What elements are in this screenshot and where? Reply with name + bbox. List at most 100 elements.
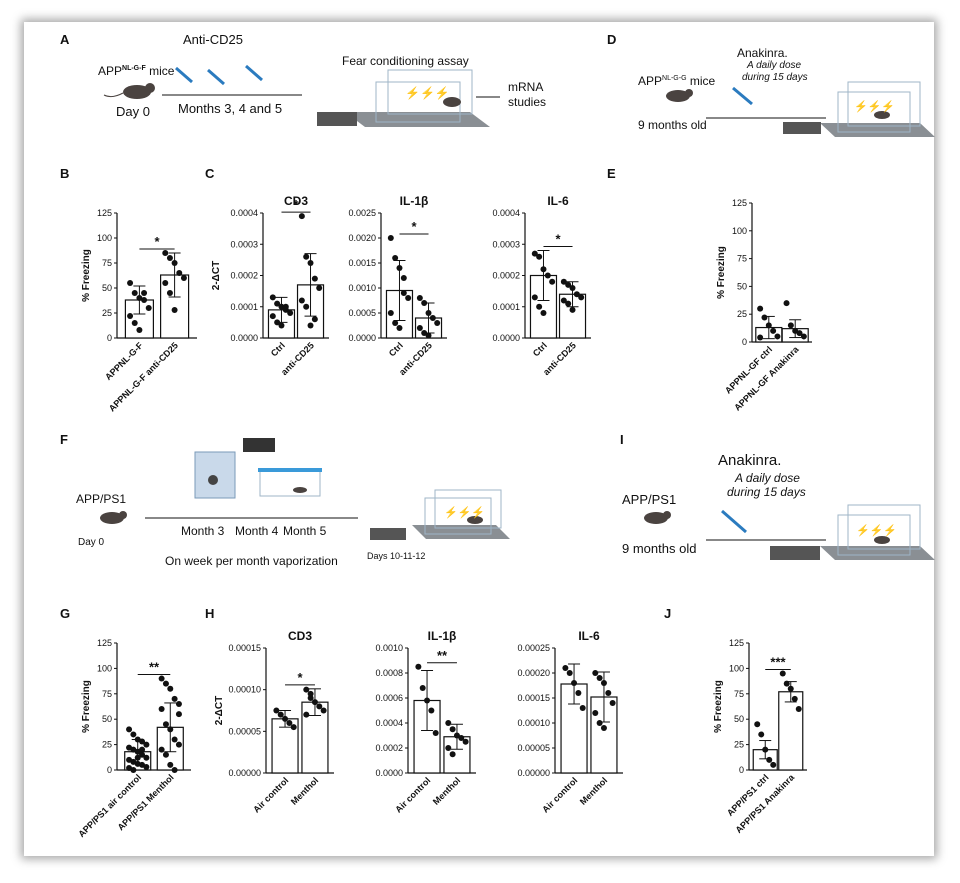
category-label: Air control	[540, 775, 579, 814]
panel-letter: A	[60, 32, 70, 47]
y-axis-label: % Freezing	[81, 680, 92, 733]
mrna-label-2: studies	[508, 95, 547, 109]
data-point	[416, 295, 423, 301]
data-point	[303, 686, 310, 693]
y-tick-label: 0.00025	[517, 643, 550, 653]
data-point	[783, 300, 790, 307]
data-point	[145, 305, 152, 311]
data-point	[415, 663, 422, 670]
data-point	[531, 250, 538, 257]
y-tick-label: 0.0001	[492, 302, 520, 312]
data-point	[175, 711, 182, 718]
category-label: Air control	[251, 775, 290, 814]
data-point	[303, 253, 310, 260]
panel-letter: D	[607, 32, 617, 47]
mouse-label: APPNL-G-G mice	[638, 74, 716, 88]
panel-letter: B	[60, 166, 70, 181]
y-tick-label: 25	[737, 309, 747, 319]
data-point	[462, 738, 469, 745]
y-tick-label: 100	[97, 233, 112, 243]
data-point	[761, 314, 768, 321]
day-label: Day 0	[78, 537, 105, 548]
y-tick-label: 0.0003	[492, 239, 520, 249]
data-point	[575, 690, 582, 696]
panel-letter: F	[60, 432, 68, 447]
months-label: Months 3, 4 and 5	[178, 101, 283, 116]
panel-letter: G	[60, 606, 71, 621]
data-point	[432, 730, 439, 736]
y-tick-label: 75	[102, 689, 112, 699]
y-tick-label: 0.0004	[492, 208, 520, 218]
data-point	[134, 754, 141, 761]
data-point	[400, 290, 407, 296]
data-point	[158, 746, 165, 753]
data-point	[316, 285, 323, 291]
y-axis-label: % Freezing	[713, 680, 724, 733]
data-point	[287, 310, 294, 316]
data-point	[136, 295, 143, 301]
data-point	[434, 320, 441, 326]
data-point	[158, 675, 165, 682]
dose-label: A daily dose	[747, 60, 802, 71]
y-tick-label: 0.0001	[230, 302, 258, 312]
data-point	[783, 680, 790, 687]
age-label: 9 months old	[638, 118, 707, 132]
data-point	[758, 731, 765, 738]
data-point	[578, 294, 585, 301]
data-point	[307, 260, 314, 266]
y-tick-label: 0	[739, 765, 744, 775]
data-point	[143, 741, 150, 748]
y-tick-label: 125	[97, 208, 112, 218]
y-tick-label: 0.00000	[517, 768, 550, 778]
y-tick-label: 75	[102, 258, 112, 268]
data-point	[757, 305, 764, 312]
data-point	[765, 322, 772, 329]
y-tick-label: 0.0002	[492, 271, 520, 281]
drug-label: Anti-CD25	[183, 32, 243, 47]
y-tick-label: 100	[97, 663, 112, 673]
data-point	[774, 333, 781, 340]
data-point	[766, 756, 773, 763]
data-point	[754, 721, 761, 728]
y-tick-label: 0.0000	[492, 333, 520, 343]
drug-label: Anakinra.	[718, 452, 782, 469]
significance-label: ***	[770, 654, 786, 669]
data-point	[600, 680, 607, 686]
data-point	[421, 300, 428, 306]
y-tick-label: 75	[737, 254, 747, 264]
data-point	[139, 751, 146, 758]
data-point	[175, 741, 182, 748]
data-point	[127, 280, 134, 286]
y-tick-label: 25	[734, 740, 744, 750]
data-point	[298, 213, 305, 220]
data-point	[127, 313, 134, 319]
data-point	[536, 253, 543, 260]
data-point	[282, 303, 289, 310]
y-tick-label: 100	[732, 226, 747, 236]
significance-label: *	[411, 219, 417, 234]
data-point	[800, 333, 807, 340]
dose-label: A daily dose	[735, 471, 800, 485]
significance-label: *	[293, 197, 299, 212]
chart-title: IL-6	[578, 629, 600, 643]
y-tick-label: 0.0002	[230, 271, 258, 281]
data-point	[596, 675, 603, 681]
y-axis-label: % Freezing	[81, 249, 92, 302]
data-point	[175, 700, 182, 707]
data-point	[779, 670, 786, 677]
data-point	[419, 685, 426, 691]
y-tick-label: 0.0015	[348, 258, 376, 268]
data-point	[445, 745, 452, 751]
data-point	[130, 731, 137, 738]
data-point	[162, 721, 169, 728]
data-point	[166, 255, 173, 261]
data-point	[549, 278, 556, 285]
data-point	[449, 751, 456, 758]
data-point	[770, 327, 777, 334]
y-axis-label: 2-ΔCT	[214, 696, 225, 725]
data-point	[139, 746, 146, 753]
data-point	[540, 310, 547, 316]
data-point	[396, 265, 403, 271]
data-point	[162, 680, 169, 687]
month-5-label: Month 5	[283, 524, 327, 538]
